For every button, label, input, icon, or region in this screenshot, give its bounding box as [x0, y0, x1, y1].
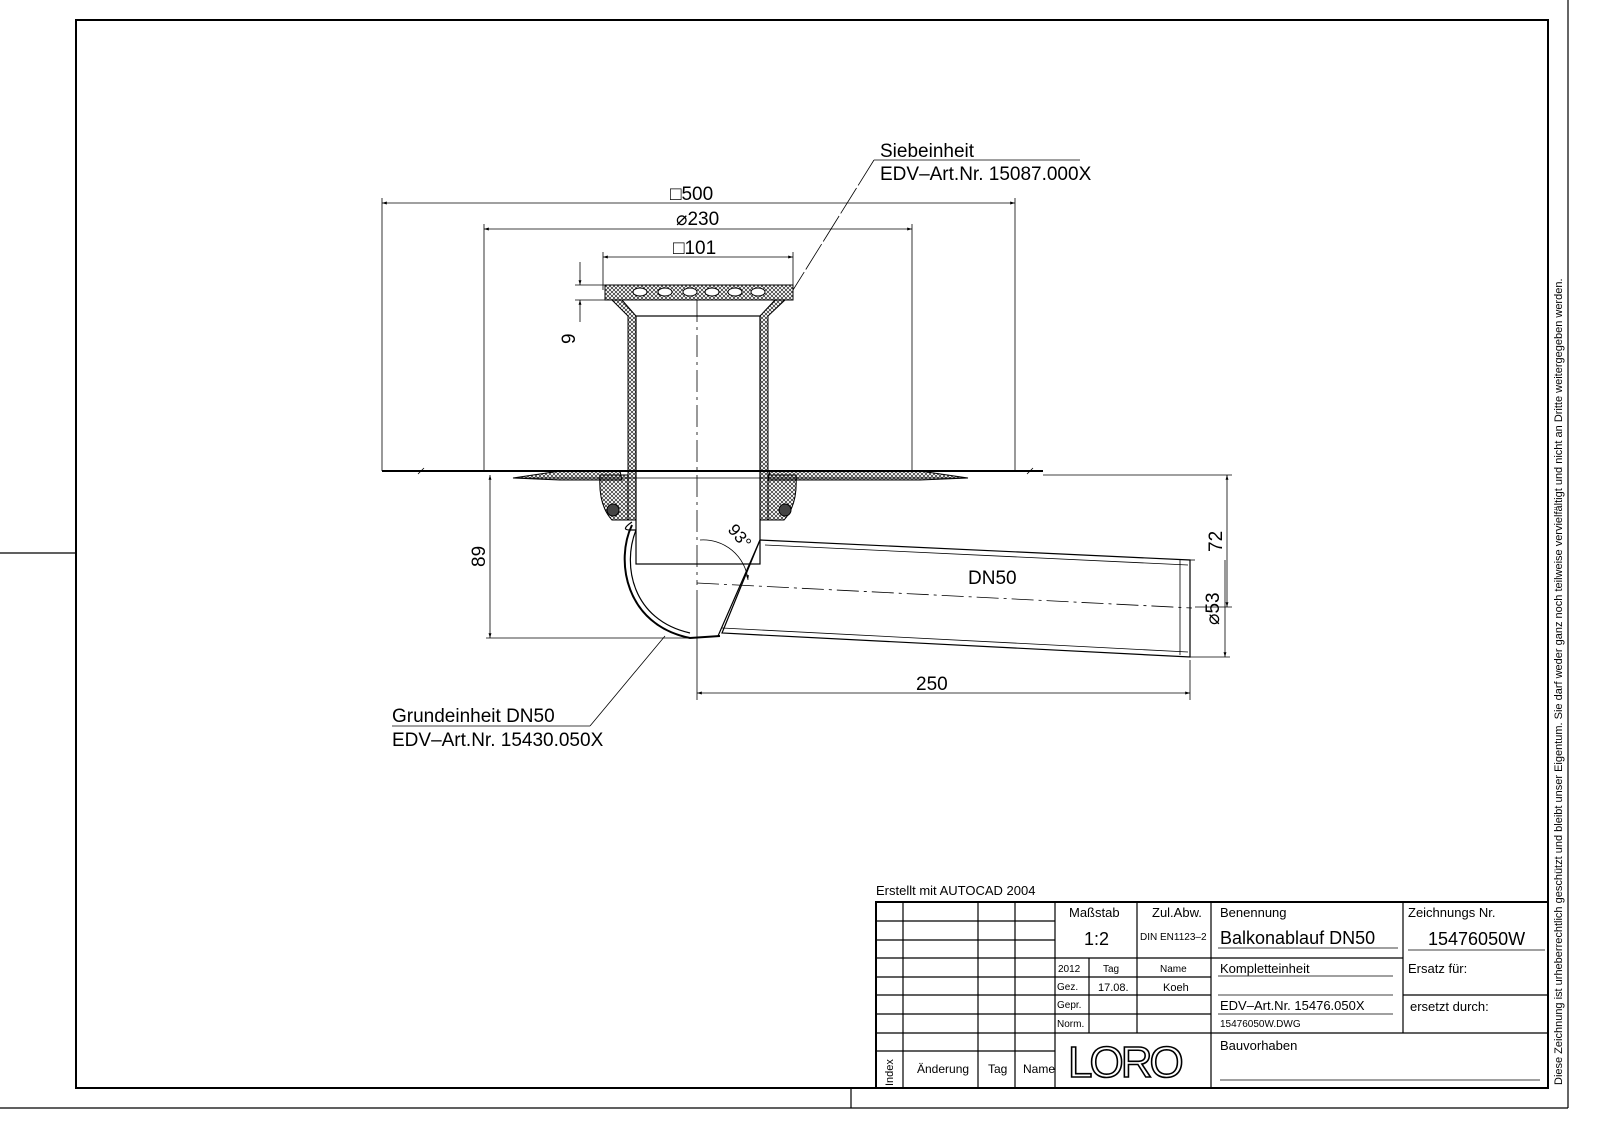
file-name: 15476050W.DWG: [1220, 1019, 1301, 1030]
sheet-frame: [0, 0, 1569, 1109]
drawing-no-value: 15476050W: [1428, 929, 1525, 949]
dim-square-101: □101: [673, 238, 716, 259]
title-block: [875, 901, 1549, 1089]
checked-label: Gepr.: [1057, 1000, 1081, 1011]
replacement-for-label: Ersatz für:: [1408, 961, 1467, 976]
rev-change-header: Änderung: [917, 1062, 969, 1076]
tolerance-value: DIN EN1123–2: [1140, 932, 1207, 943]
rev-name-header: Name: [1023, 1062, 1055, 1076]
sieve-label: Siebeinheit: [880, 141, 975, 162]
dim-dia-230: ⌀230: [676, 209, 719, 230]
base-label: Grundeinheit DN50: [392, 706, 555, 727]
scale-value: 1:2: [1084, 929, 1109, 949]
outlet-pipe: [721, 539, 1191, 658]
dim-89: 89: [469, 546, 490, 567]
article-number: EDV–Art.Nr. 15476.050X: [1220, 998, 1365, 1013]
designation-label: Benennung: [1220, 905, 1287, 920]
sieve-article: EDV–Art.Nr. 15087.000X: [880, 164, 1092, 185]
day-label: Tag: [1103, 964, 1119, 975]
dim-dia-53: ⌀53: [1203, 592, 1224, 625]
norm-label: Norm.: [1057, 1019, 1084, 1030]
drawn-label: Gez.: [1057, 982, 1078, 993]
sieve-grate: [604, 284, 794, 301]
dim-250: 250: [916, 674, 948, 695]
drawing-no-label: Zeichnungs Nr.: [1408, 905, 1495, 920]
tolerance-label: Zul.Abw.: [1152, 905, 1202, 920]
dim-square-500: □500: [670, 184, 713, 205]
drawn-name: Koeh: [1163, 982, 1189, 994]
dim-72: 72: [1206, 531, 1227, 552]
year: 2012: [1058, 964, 1081, 975]
subtitle: Kompletteinheit: [1220, 961, 1310, 976]
drain-section-view: □500 ⌀230 □101 9 89 72 ⌀53 250 93° DN50 …: [381, 141, 1232, 751]
riser-tube: [635, 315, 761, 565]
pipe-label: DN50: [968, 568, 1017, 589]
created-with-note: Erstellt mit AUTOCAD 2004: [876, 883, 1035, 898]
dim-9: 9: [559, 333, 580, 344]
project-label: Bauvorhaben: [1220, 1038, 1297, 1053]
name-label: Name: [1160, 964, 1187, 975]
drawn-day: 17.08.: [1098, 982, 1129, 994]
dimensions: [381, 198, 1232, 700]
loro-logo: LORO: [1068, 1038, 1182, 1087]
designation-value: Balkonablauf DN50: [1220, 928, 1375, 948]
base-article: EDV–Art.Nr. 15430.050X: [392, 730, 604, 751]
copyright-notice: Diese Zeichnung ist urheberrechtlich ges…: [1553, 278, 1565, 1085]
replaced-by-label: ersetzt durch:: [1410, 999, 1489, 1014]
rev-index-header: Index: [884, 1059, 896, 1086]
elbow-outer: [623, 524, 721, 640]
rev-day-header: Tag: [988, 1062, 1007, 1076]
scale-label: Maßstab: [1069, 905, 1120, 920]
